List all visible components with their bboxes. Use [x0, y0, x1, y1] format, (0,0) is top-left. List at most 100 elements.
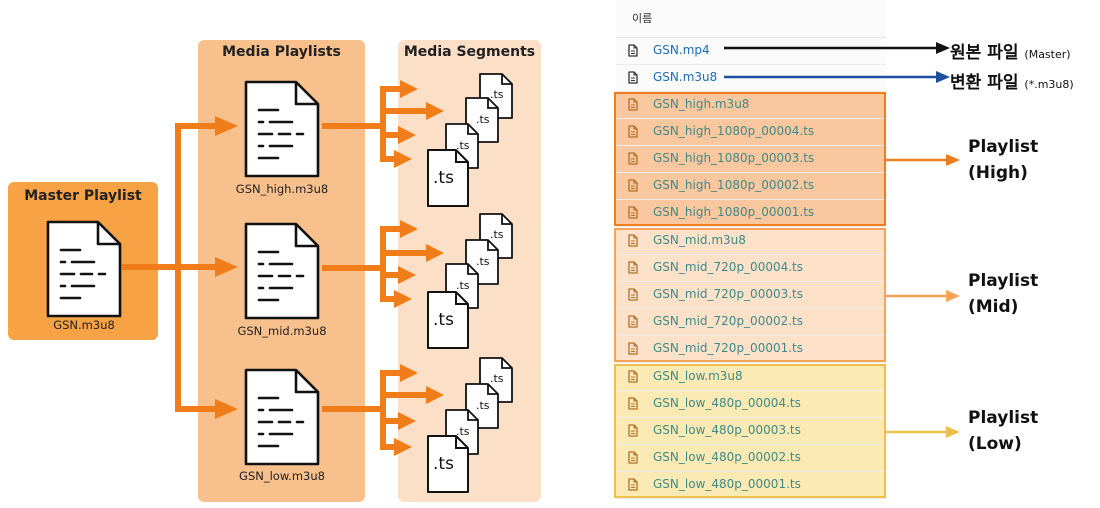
file-icon	[628, 44, 638, 57]
original-file-label: 원본 파일	[950, 43, 1019, 63]
converted-file-label: 변환 파일	[950, 73, 1019, 93]
playlist-low-line1: Playlist	[968, 408, 1039, 428]
media-segments-title: Media Segments	[403, 44, 536, 60]
file-row[interactable]: GSN_mid_720p_00004.ts	[616, 255, 886, 282]
high-group-bg	[616, 92, 886, 226]
file-icon	[628, 397, 638, 410]
annotation-arrows	[724, 42, 960, 438]
converted-file-sub: (*.m3u8)	[1024, 78, 1074, 91]
playlist-low-doc-icon	[244, 368, 320, 466]
file-name[interactable]: GSN.mp4	[653, 43, 710, 57]
file-row[interactable]: GSN.mp4	[616, 38, 886, 65]
file-icon	[628, 261, 638, 274]
file-row[interactable]: GSN_low_480p_00002.ts	[616, 445, 886, 472]
file-row[interactable]: GSN_low_480p_00001.ts	[616, 472, 886, 499]
original-file-note: 원본 파일 (Master)	[950, 38, 1071, 63]
flow-diagram	[46, 73, 513, 493]
segment-label: .ts	[490, 88, 504, 101]
arrows	[122, 80, 444, 456]
segment-label: .ts	[456, 139, 470, 152]
original-file-sub: (Master)	[1024, 48, 1071, 61]
file-icon	[628, 179, 638, 192]
file-icon	[628, 451, 638, 464]
file-name[interactable]: GSN_low_480p_00003.ts	[653, 423, 801, 437]
file-row[interactable]: GSN_high_1080p_00001.ts	[616, 200, 886, 227]
segment-label: .ts	[456, 279, 470, 292]
mid-group-outline	[614, 228, 886, 362]
master-file-label: GSN.m3u8	[53, 318, 115, 332]
mid-group-bg	[616, 228, 886, 362]
file-name[interactable]: GSN_mid_720p_00004.ts	[653, 260, 803, 274]
file-icon	[628, 71, 638, 84]
file-icon	[628, 152, 638, 165]
file-name[interactable]: GSN_mid.m3u8	[653, 233, 746, 247]
file-row[interactable]: GSN_mid_720p_00001.ts	[616, 336, 886, 363]
playlist-mid-line2: (Mid)	[968, 297, 1019, 317]
file-name[interactable]: GSN_low_480p_00002.ts	[653, 450, 801, 464]
file-row[interactable]: GSN_low_480p_00003.ts	[616, 418, 886, 445]
segment-label: .ts	[456, 425, 470, 438]
file-name[interactable]: GSN_low_480p_00004.ts	[653, 396, 801, 410]
file-name[interactable]: GSN_low.m3u8	[653, 369, 743, 383]
playlist-low-line2: (Low)	[968, 434, 1022, 454]
segment-label: .ts	[490, 228, 504, 241]
playlist-high-doc-icon	[244, 80, 320, 178]
file-icon	[628, 288, 638, 301]
file-icon	[628, 98, 638, 111]
file-row[interactable]: GSN.m3u8	[616, 65, 886, 92]
master-doc-icon	[46, 220, 122, 318]
high-group-outline	[614, 92, 886, 226]
playlist-mid-label: GSN_mid.m3u8	[237, 324, 327, 338]
name-column-header[interactable]: 이름	[632, 12, 653, 25]
file-row[interactable]: GSN_mid_720p_00003.ts	[616, 282, 886, 309]
file-name[interactable]: GSN_low_480p_00001.ts	[653, 477, 801, 491]
file-icon	[628, 342, 638, 355]
file-icon	[628, 234, 638, 247]
playlist-mid-note: Playlist (Mid)	[968, 268, 1038, 320]
file-name[interactable]: GSN_mid_720p_00001.ts	[653, 341, 803, 355]
media-playlists-title: Media Playlists	[222, 44, 341, 60]
file-name[interactable]: GSN_high_1080p_00003.ts	[653, 151, 815, 165]
low-group-outline	[614, 364, 886, 498]
file-name[interactable]: GSN_high_1080p_00002.ts	[653, 178, 815, 192]
segment-label: .ts	[476, 399, 490, 412]
file-name[interactable]: GSN_high_1080p_00004.ts	[653, 124, 815, 138]
file-list-header-row	[616, 0, 886, 38]
file-icon	[628, 424, 638, 437]
segment-label: .ts	[476, 113, 490, 126]
file-row[interactable]: GSN_mid.m3u8	[616, 228, 886, 255]
file-name[interactable]: GSN_high.m3u8	[653, 97, 750, 111]
file-row[interactable]: GSN_high_1080p_00004.ts	[616, 119, 886, 146]
segment-label: .ts	[476, 255, 490, 268]
playlist-low-note: Playlist (Low)	[968, 405, 1038, 457]
file-row[interactable]: GSN_low_480p_00004.ts	[616, 391, 886, 418]
file-name[interactable]: GSN_mid_720p_00002.ts	[653, 314, 803, 328]
file-icon	[628, 478, 638, 491]
segment-label: .ts	[433, 168, 454, 188]
playlist-high-note: Playlist (High)	[968, 134, 1038, 186]
file-icon	[628, 125, 638, 138]
file-name[interactable]: GSN.m3u8	[653, 70, 718, 84]
segment-label: .ts	[490, 372, 504, 385]
segment-label: .ts	[433, 310, 454, 330]
playlist-mid-line1: Playlist	[968, 271, 1039, 291]
file-icon	[628, 315, 638, 328]
file-name[interactable]: GSN_mid_720p_00003.ts	[653, 287, 803, 301]
file-row[interactable]: GSN_high.m3u8	[616, 92, 886, 119]
playlist-low-label: GSN_low.m3u8	[239, 469, 325, 483]
segment-label: .ts	[433, 454, 454, 474]
file-row[interactable]: GSN_mid_720p_00002.ts	[616, 309, 886, 336]
master-playlist-title: Master Playlist	[24, 188, 142, 204]
playlist-mid-doc-icon	[244, 222, 320, 320]
low-group-bg	[616, 364, 886, 498]
file-row[interactable]: GSN_high_1080p_00002.ts	[616, 173, 886, 200]
playlist-high-label: GSN_high.m3u8	[235, 182, 329, 196]
file-row[interactable]: GSN_high_1080p_00003.ts	[616, 146, 886, 173]
file-name[interactable]: GSN_high_1080p_00001.ts	[653, 205, 815, 219]
file-icon	[628, 370, 638, 383]
file-icon	[628, 206, 638, 219]
converted-file-note: 변환 파일 (*.m3u8)	[950, 68, 1074, 93]
file-row[interactable]: GSN_low.m3u8	[616, 364, 886, 391]
playlist-high-line1: Playlist	[968, 137, 1039, 157]
playlist-high-line2: (High)	[968, 163, 1028, 183]
